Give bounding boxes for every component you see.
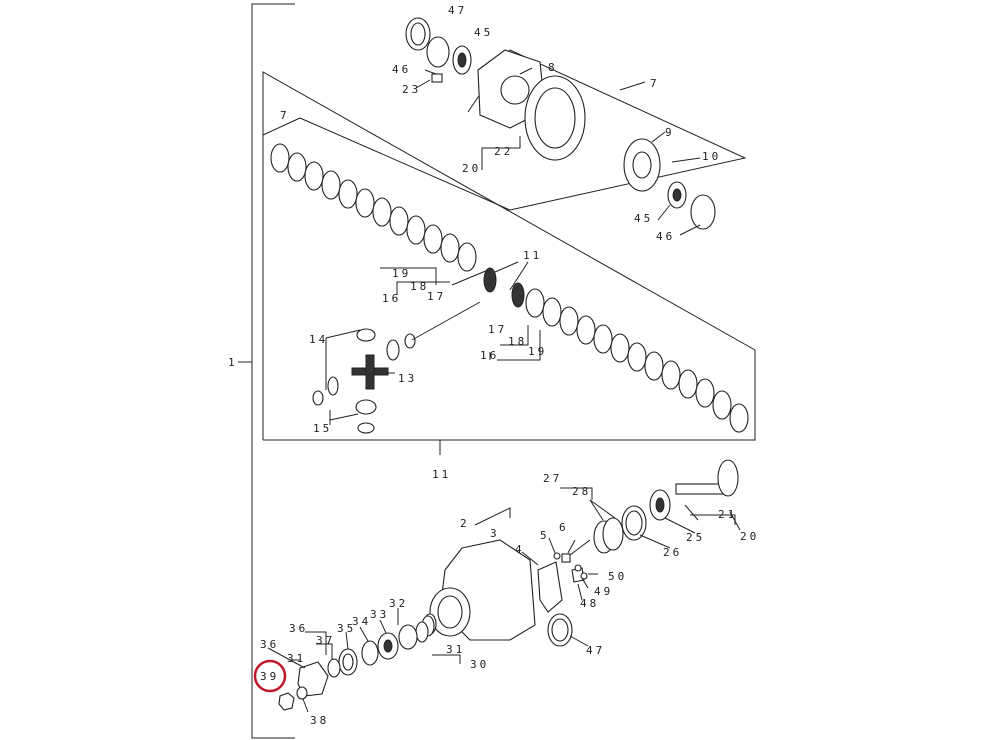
callout-20-bottom: 20 bbox=[740, 530, 759, 543]
callout-16-left: 16 bbox=[382, 292, 401, 305]
callout-38: 38 bbox=[310, 714, 329, 727]
callout-5: 5 bbox=[540, 529, 550, 542]
part-49 bbox=[574, 564, 582, 572]
seal-31b bbox=[415, 621, 429, 643]
washer-38 bbox=[296, 686, 308, 700]
part-4 bbox=[537, 561, 563, 613]
callout-9: 9 bbox=[665, 126, 675, 139]
callout-30: 30 bbox=[470, 658, 489, 671]
callout-7-top: 7 bbox=[650, 77, 660, 90]
callout-22: 22 bbox=[494, 145, 513, 158]
callout-4: 4 bbox=[515, 543, 525, 556]
shim-28b bbox=[602, 517, 624, 551]
callout-45-right: 45 bbox=[634, 212, 653, 225]
clutch-disc-pack-right bbox=[511, 282, 749, 433]
callout-1: 1 bbox=[228, 356, 238, 369]
nut-39 bbox=[278, 692, 295, 711]
callout-23: 23 bbox=[402, 83, 421, 96]
brake-parts-group bbox=[537, 539, 591, 647]
callout-18-right: 18 bbox=[508, 335, 527, 348]
callout-11-top: 11 bbox=[523, 249, 542, 262]
callout-15: 15 bbox=[313, 422, 332, 435]
callout-31-left: 31 bbox=[287, 652, 306, 665]
washer-5 bbox=[553, 552, 561, 560]
callout-35: 35 bbox=[337, 622, 356, 635]
callout-47-bottom: 47 bbox=[586, 644, 605, 657]
callout-33: 33 bbox=[370, 608, 389, 621]
callout-32: 32 bbox=[389, 597, 408, 610]
case-half-group bbox=[623, 138, 716, 230]
callout-27: 27 bbox=[543, 472, 562, 485]
leader-lines bbox=[267, 67, 741, 713]
assembly-bracket bbox=[238, 3, 295, 739]
callout-45: 45 bbox=[474, 26, 493, 39]
callout-highlight-ring bbox=[253, 659, 287, 693]
callout-6: 6 bbox=[559, 521, 569, 534]
callout-36-left: 36 bbox=[260, 638, 279, 651]
bearing-cup-46 bbox=[426, 36, 450, 68]
bolt-10 bbox=[671, 157, 701, 163]
callout-17-left: 17 bbox=[427, 290, 446, 303]
callout-8: 8 bbox=[548, 61, 558, 74]
callout-31-right: 31 bbox=[446, 643, 465, 656]
clutch-disc-pack-left bbox=[270, 143, 497, 293]
callout-13: 13 bbox=[398, 372, 417, 385]
callout-14: 14 bbox=[309, 333, 328, 346]
callout-11-bottom: 11 bbox=[432, 468, 451, 481]
callout-16-right: 16 bbox=[480, 349, 499, 362]
callout-21: 21 bbox=[718, 508, 737, 521]
bearing-cup-32 bbox=[398, 624, 418, 650]
callout-19-left: 19 bbox=[392, 267, 411, 280]
callout-3: 3 bbox=[490, 527, 500, 540]
callout-50: 50 bbox=[608, 570, 627, 583]
pinion-group bbox=[593, 459, 739, 554]
callout-48: 48 bbox=[580, 597, 599, 610]
callout-34: 34 bbox=[352, 615, 371, 628]
callout-49: 49 bbox=[594, 585, 613, 598]
callout-36: 36 bbox=[289, 622, 308, 635]
output-flange-group bbox=[278, 615, 435, 711]
callout-28: 28 bbox=[572, 485, 591, 498]
callout-17-right: 17 bbox=[488, 323, 507, 336]
callout-20-top: 20 bbox=[462, 162, 481, 175]
callout-labels: 1 47 45 46 8 23 7 7 22 20 9 10 45 46 11 … bbox=[228, 4, 759, 727]
bearing-cup-46b bbox=[690, 194, 716, 230]
callout-7-left: 7 bbox=[280, 109, 290, 122]
callout-47: 47 bbox=[448, 4, 467, 17]
callout-46: 46 bbox=[392, 63, 411, 76]
bolt-23 bbox=[431, 73, 443, 83]
ring-gear-group bbox=[405, 17, 586, 161]
callout-26: 26 bbox=[663, 546, 682, 559]
callout-18-left: 18 bbox=[410, 280, 429, 293]
callout-2: 2 bbox=[460, 517, 470, 530]
callout-46-right: 46 bbox=[656, 230, 675, 243]
flange-36 bbox=[297, 661, 329, 697]
callout-25: 25 bbox=[686, 531, 705, 544]
callout-19-right: 19 bbox=[528, 345, 547, 358]
callout-10: 10 bbox=[702, 150, 721, 163]
part-50 bbox=[580, 572, 588, 580]
callout-37: 37 bbox=[316, 634, 335, 647]
o-ring-37 bbox=[327, 658, 341, 678]
callout-39: 39 bbox=[260, 670, 279, 683]
spacer-34 bbox=[361, 640, 379, 666]
spider-gear-group bbox=[312, 328, 416, 434]
